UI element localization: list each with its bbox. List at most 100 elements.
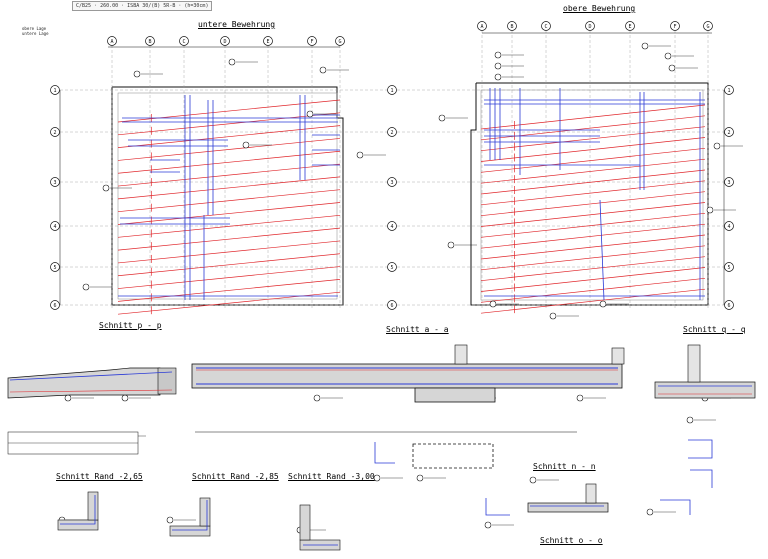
- callout-tag: [438, 114, 468, 122]
- axis-right-d: D: [585, 21, 595, 31]
- axis-left-row-3: 3: [50, 177, 60, 187]
- svg-text:1: 1: [727, 88, 730, 94]
- callout-tag: [133, 70, 163, 78]
- svg-text:1: 1: [390, 88, 393, 94]
- svg-text:5: 5: [53, 265, 56, 271]
- legend-line-bottom: untere Lage: [22, 31, 49, 36]
- section-qq-drawing: [654, 344, 756, 399]
- axis-right-e: E: [625, 21, 635, 31]
- dimension-lines: [59, 32, 725, 433]
- svg-text:3: 3: [390, 180, 393, 186]
- axis-left-b: B: [145, 36, 155, 46]
- svg-text:6: 6: [727, 303, 730, 309]
- section-oo-title: Schnitt o - o: [540, 536, 603, 545]
- left-plan-title: untere Bewehrung: [198, 20, 276, 29]
- axis-right-f: F: [670, 21, 680, 31]
- callout-tag: [641, 42, 671, 50]
- svg-text:A: A: [110, 39, 113, 45]
- svg-text:E: E: [628, 24, 631, 30]
- svg-text:D: D: [588, 24, 591, 30]
- axis-mid-row-4: 4: [387, 221, 397, 231]
- axis-left-a: A: [107, 36, 117, 46]
- svg-text:B: B: [510, 24, 513, 30]
- svg-text:G: G: [706, 24, 709, 30]
- axis-left-f: F: [307, 36, 317, 46]
- callout-tag: [494, 51, 524, 59]
- legend-line-top: obere Lage: [22, 26, 47, 31]
- axis-mid-row-6: 6: [387, 300, 397, 310]
- callout-tag: [242, 141, 272, 149]
- callout-tag: [494, 62, 524, 70]
- section-rand-265-title: Schnitt Rand -2,65: [56, 472, 143, 481]
- svg-text:4: 4: [727, 224, 730, 230]
- callout-tag: [686, 416, 716, 424]
- svg-text:6: 6: [390, 303, 393, 309]
- axis-grid: [60, 30, 724, 310]
- callout-tag: [447, 241, 477, 249]
- section-pp-drawing: [7, 367, 177, 455]
- svg-text:4: 4: [53, 224, 56, 230]
- axis-left-row-1: 1: [50, 85, 60, 95]
- axis-mid-row-5: 5: [387, 262, 397, 272]
- callout-tag: [313, 394, 343, 402]
- axis-mid-row-3: 3: [387, 177, 397, 187]
- svg-text:3: 3: [53, 180, 56, 186]
- axis-left-row-2: 2: [50, 127, 60, 137]
- axis-left-c: C: [179, 36, 189, 46]
- callout-tag: [576, 394, 606, 402]
- right-plan-title: obere Bewehrung: [563, 4, 636, 13]
- axis-right-row-1: 1: [724, 85, 734, 95]
- callout-tag: [228, 58, 258, 66]
- right-plan-outline: [470, 82, 709, 306]
- axis-mid-row-2: 2: [387, 127, 397, 137]
- axis-left-e: E: [263, 36, 273, 46]
- callout-tag: [64, 394, 94, 402]
- svg-text:2: 2: [390, 130, 393, 136]
- section-aa-drawing: [191, 344, 625, 403]
- svg-text:3: 3: [727, 180, 730, 186]
- svg-text:F: F: [673, 24, 676, 30]
- axis-left-row-6: 6: [50, 300, 60, 310]
- section-rand-285-title: Schnitt Rand -2,85: [192, 472, 279, 481]
- callout-tag: [664, 52, 694, 60]
- axis-right-c: C: [541, 21, 551, 31]
- axis-right-g: G: [703, 21, 713, 31]
- axis-right-row-2: 2: [724, 127, 734, 137]
- svg-text:A: A: [480, 24, 483, 30]
- callout-tag: [102, 184, 132, 192]
- callout-tag: [306, 110, 336, 118]
- axis-left-row-4: 4: [50, 221, 60, 231]
- svg-text:2: 2: [727, 130, 730, 136]
- svg-text:5: 5: [390, 265, 393, 271]
- section-pp-title: Schnitt p - p: [99, 321, 162, 330]
- svg-text:4: 4: [390, 224, 393, 230]
- sheet-stamp: C/B25 · 260.00 · ISBA 30/(B) 5R-B · (h=3…: [72, 1, 213, 11]
- callout-tag: [494, 73, 524, 81]
- callout-tag: [82, 283, 112, 291]
- right-blue-rebar: [484, 88, 705, 301]
- callout-tag: [484, 521, 514, 529]
- bar-shape-details: [374, 439, 713, 516]
- section-aa-title: Schnitt a - a: [386, 325, 449, 334]
- callout-markers: [58, 42, 743, 534]
- callout-tag: [599, 300, 629, 308]
- svg-text:5: 5: [727, 265, 730, 271]
- section-qq-title: Schnitt q - q: [683, 325, 746, 334]
- axis-right-row-4: 4: [724, 221, 734, 231]
- callout-tag: [319, 66, 349, 74]
- callout-tag: [356, 151, 386, 159]
- axis-right-row-5: 5: [724, 262, 734, 272]
- axis-right-row-6: 6: [724, 300, 734, 310]
- svg-text:G: G: [338, 39, 341, 45]
- svg-text:1: 1: [53, 88, 56, 94]
- svg-text:E: E: [266, 39, 269, 45]
- callout-tag: [166, 516, 196, 524]
- axis-right-b: B: [507, 21, 517, 31]
- svg-text:6: 6: [53, 303, 56, 309]
- svg-text:C: C: [544, 24, 547, 30]
- callout-tag: [416, 474, 446, 482]
- callout-tag: [489, 300, 519, 308]
- axis-mid-row-1: 1: [387, 85, 397, 95]
- axis-right-row-3: 3: [724, 177, 734, 187]
